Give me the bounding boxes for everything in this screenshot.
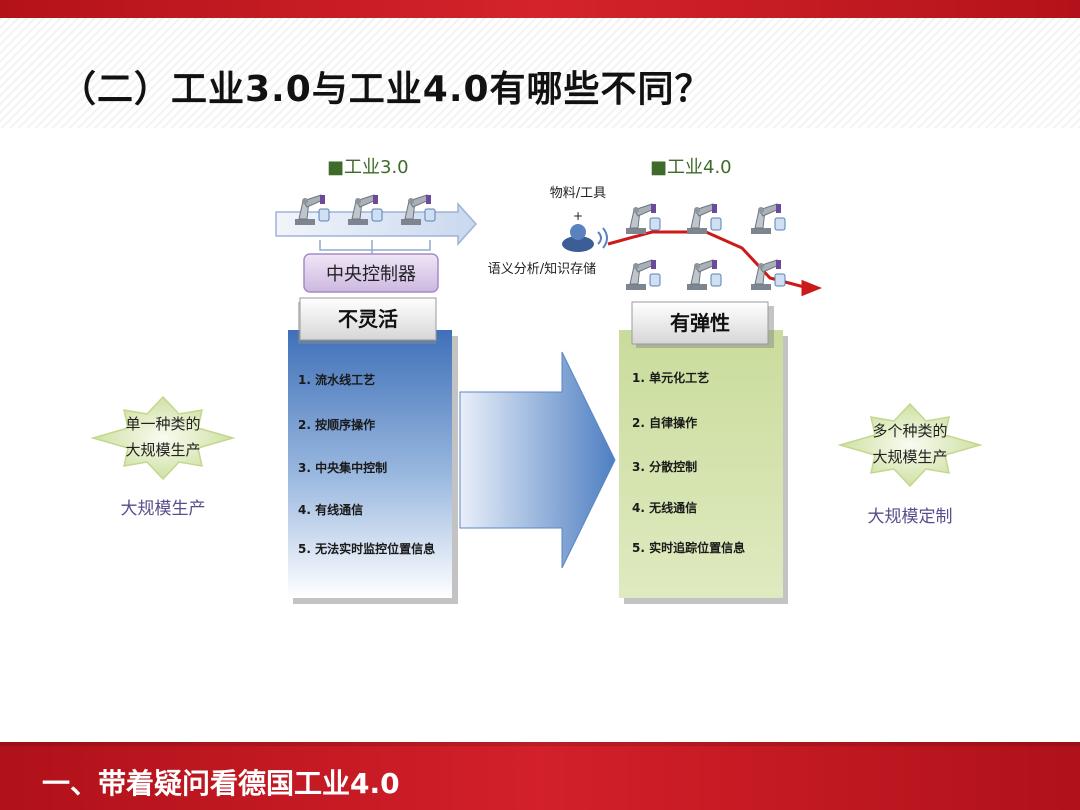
right-item-5: 5. 实时追踪位置信息 [632, 540, 745, 555]
input-plus: + [573, 209, 583, 223]
input-materials-tools: 物料/工具 [550, 186, 606, 201]
right-item-2: 2. 自律操作 [632, 415, 697, 430]
robot-arm-icon [294, 194, 330, 226]
right-item-1: 1. 单元化工艺 [632, 370, 709, 385]
big-arrow-icon [459, 351, 616, 569]
footer-title: 一、带着疑问看德国工业4.0 [42, 767, 400, 800]
right-item-4: 4. 无线通信 [632, 500, 697, 515]
robot-arm-icon [686, 203, 722, 235]
robot-arm-icon [750, 203, 786, 235]
central-controller: 中央控制器 [303, 253, 439, 293]
left-heading: ■工业3.0 [327, 157, 409, 178]
person-icon [562, 224, 594, 252]
right-badge-line2: 大规模生产 [872, 448, 947, 466]
wifi-icon [597, 227, 608, 249]
robot-arm-icon [625, 203, 661, 235]
left-badge-line2: 大规模生产 [125, 441, 200, 459]
right-badge-line1: 多个种类的 [872, 422, 947, 440]
bottom-red-bar [0, 742, 1080, 810]
central-controller-label: 中央控制器 [326, 264, 416, 285]
left-box-title: 不灵活 [338, 307, 398, 331]
right-caption: 大规模定制 [868, 507, 953, 527]
left-item-4: 4. 有线通信 [298, 502, 363, 517]
robot-arm-icon [400, 194, 436, 226]
left-item-3: 3. 中央集中控制 [298, 460, 387, 475]
robot-arm-icon [347, 194, 383, 226]
left-item-5: 5. 无法实时监控位置信息 [298, 541, 435, 556]
robot-arm-icon [686, 259, 722, 291]
left-item-2: 2. 按顺序操作 [298, 417, 375, 432]
title-stripe-background [0, 18, 1080, 128]
input-semantic-analysis: 语义分析/知识存储 [488, 261, 596, 277]
left-star-badge-icon: 单一种类的 大规模生产 [90, 395, 236, 481]
right-feature-box: 有弹性 1. 单元化工艺 2. 自律操作 3. 分散控制 4. 无线通信 5. … [619, 301, 788, 604]
cell-robots [625, 203, 786, 291]
right-heading: ■工业4.0 [650, 157, 732, 178]
right-item-3: 3. 分散控制 [632, 459, 697, 474]
left-feature-box: 不灵活 1. 流水线工艺 2. 按顺序操作 3. 中央集中控制 4. 有线通信 … [288, 297, 458, 604]
left-caption: 大规模生产 [121, 499, 206, 519]
left-item-1: 1. 流水线工艺 [298, 372, 375, 387]
left-badge-line1: 单一种类的 [125, 415, 200, 433]
top-red-bar [0, 0, 1080, 18]
right-star-badge-icon: 多个种类的 大规模生产 [837, 402, 983, 488]
right-box-title: 有弹性 [670, 311, 730, 335]
slide-title: （二）工业3.0与工业4.0有哪些不同？ [60, 69, 712, 110]
robot-arm-icon [625, 259, 661, 291]
